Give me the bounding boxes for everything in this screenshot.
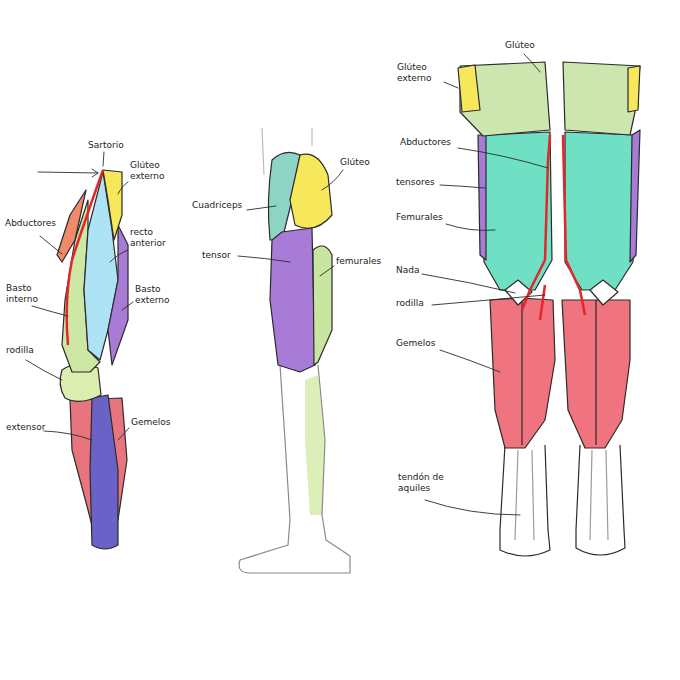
vastus-lateralis	[108, 225, 128, 365]
muscle-label: rodilla	[6, 345, 56, 356]
leader-line	[26, 360, 62, 380]
outer-strip	[630, 130, 640, 262]
muscle-label: tensores	[396, 177, 446, 188]
outer-strip	[478, 135, 486, 260]
gluteus-strip	[103, 170, 122, 240]
muscle-label: extensor	[6, 422, 56, 433]
muscle-label: Glúteo externo	[130, 160, 174, 182]
hamstring	[565, 132, 635, 290]
muscle-label: Basto externo	[135, 284, 177, 306]
gluteus-outer	[458, 65, 480, 112]
leader-line	[425, 500, 520, 515]
leader-line	[38, 169, 98, 177]
muscle-label: Gemelos	[396, 338, 446, 349]
hamstring-side	[313, 246, 332, 365]
tensor-side	[270, 228, 315, 372]
muscle-label: Gemelos	[131, 417, 181, 428]
muscle-label: rodilla	[396, 298, 436, 309]
gluteus-band	[563, 62, 640, 135]
leader-line	[32, 306, 68, 316]
leader-line	[446, 224, 495, 230]
leader-line	[444, 82, 458, 88]
leader-line	[118, 182, 128, 194]
gluteus-outer	[628, 66, 640, 112]
leader-line	[247, 206, 276, 210]
muscle-label: femurales	[336, 256, 396, 267]
leader-line	[440, 185, 485, 188]
adductor-muscle	[57, 190, 86, 262]
leader-line	[110, 250, 128, 262]
sartorius-line	[67, 170, 103, 345]
leader-line	[238, 256, 290, 262]
leader-lines	[26, 54, 548, 515]
leader-line	[103, 152, 104, 166]
muscle-label: Femurales	[396, 212, 451, 223]
leader-line	[44, 431, 92, 440]
achilles-tendon	[515, 450, 608, 540]
muscle-label: Nada	[396, 265, 436, 276]
lower-leg	[500, 445, 550, 556]
muscle-label: Glúteo	[340, 157, 390, 168]
adductor-line	[522, 135, 550, 320]
extensor-muscle	[90, 395, 118, 549]
muscle-label: Basto interno	[6, 283, 48, 305]
muscle-label: Abductores	[5, 218, 65, 229]
muscle-label: Sartorio	[88, 140, 138, 151]
muscle-label: recto anterior	[130, 227, 172, 249]
leader-line	[524, 54, 540, 72]
leader-line	[458, 148, 548, 168]
lower-leg	[576, 445, 625, 555]
leader-line	[122, 302, 133, 310]
side-leg	[239, 128, 350, 573]
knee-diamond	[590, 280, 618, 305]
leader-line	[422, 274, 515, 293]
muscle-label: tensor	[202, 250, 242, 261]
calf-split	[522, 300, 596, 445]
muscle-label: tendón de aquiles	[398, 472, 450, 494]
lower-leg-strip	[305, 375, 325, 515]
leader-line	[320, 266, 334, 276]
gluteus-side	[290, 154, 332, 228]
front-leg	[57, 170, 128, 549]
muscle-label: Abductores	[400, 137, 458, 148]
muscle-label: Cuadriceps	[192, 200, 252, 211]
leader-line	[322, 170, 343, 190]
back-legs	[458, 62, 640, 556]
leader-line	[432, 295, 545, 305]
leader-line	[440, 350, 500, 372]
muscle-label: Glúteo	[505, 40, 555, 51]
leader-line	[40, 236, 62, 254]
adductor-line	[563, 135, 585, 315]
muscle-label: Glúteo externo	[397, 62, 442, 84]
lower-leg-outline	[239, 365, 350, 573]
leader-line	[118, 428, 129, 440]
